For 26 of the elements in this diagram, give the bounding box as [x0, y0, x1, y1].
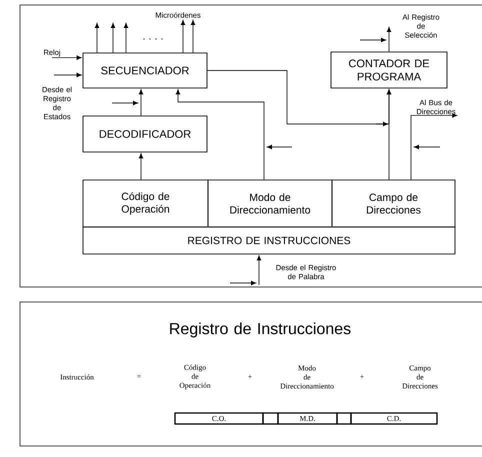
arrow — [110, 22, 116, 53]
register-field-cell: Código de Operación — [82, 180, 208, 228]
arrow — [190, 20, 196, 53]
panel-title: Registro de Instrucciones — [170, 322, 351, 338]
arrow — [256, 255, 262, 286]
register-field-cell: Modo de Direccionamiento — [208, 180, 332, 228]
register-box: REGISTRO DE INSTRUCCIONES — [82, 226, 456, 254]
arrow — [386, 89, 392, 180]
arrow — [138, 89, 144, 116]
field-cell — [262, 412, 279, 425]
register-field-cell: Campo de Direcciones — [332, 180, 456, 228]
arrow — [52, 55, 82, 60]
process-box: CONTADOR DE PROGRAMA — [330, 52, 448, 88]
ellipsis: · · · · — [144, 38, 162, 40]
arrow — [94, 22, 100, 53]
arrow — [124, 22, 128, 53]
process-box: SECUENCIADOR — [82, 52, 208, 88]
arrow — [176, 89, 264, 180]
process-box: DECODIFICADOR — [82, 116, 208, 152]
arrow — [54, 72, 82, 78]
arrow — [410, 113, 458, 180]
arrow — [207, 70, 392, 126]
arrow — [180, 20, 186, 53]
arrow — [138, 153, 144, 180]
arrow — [386, 26, 392, 52]
field-cell — [336, 412, 352, 425]
